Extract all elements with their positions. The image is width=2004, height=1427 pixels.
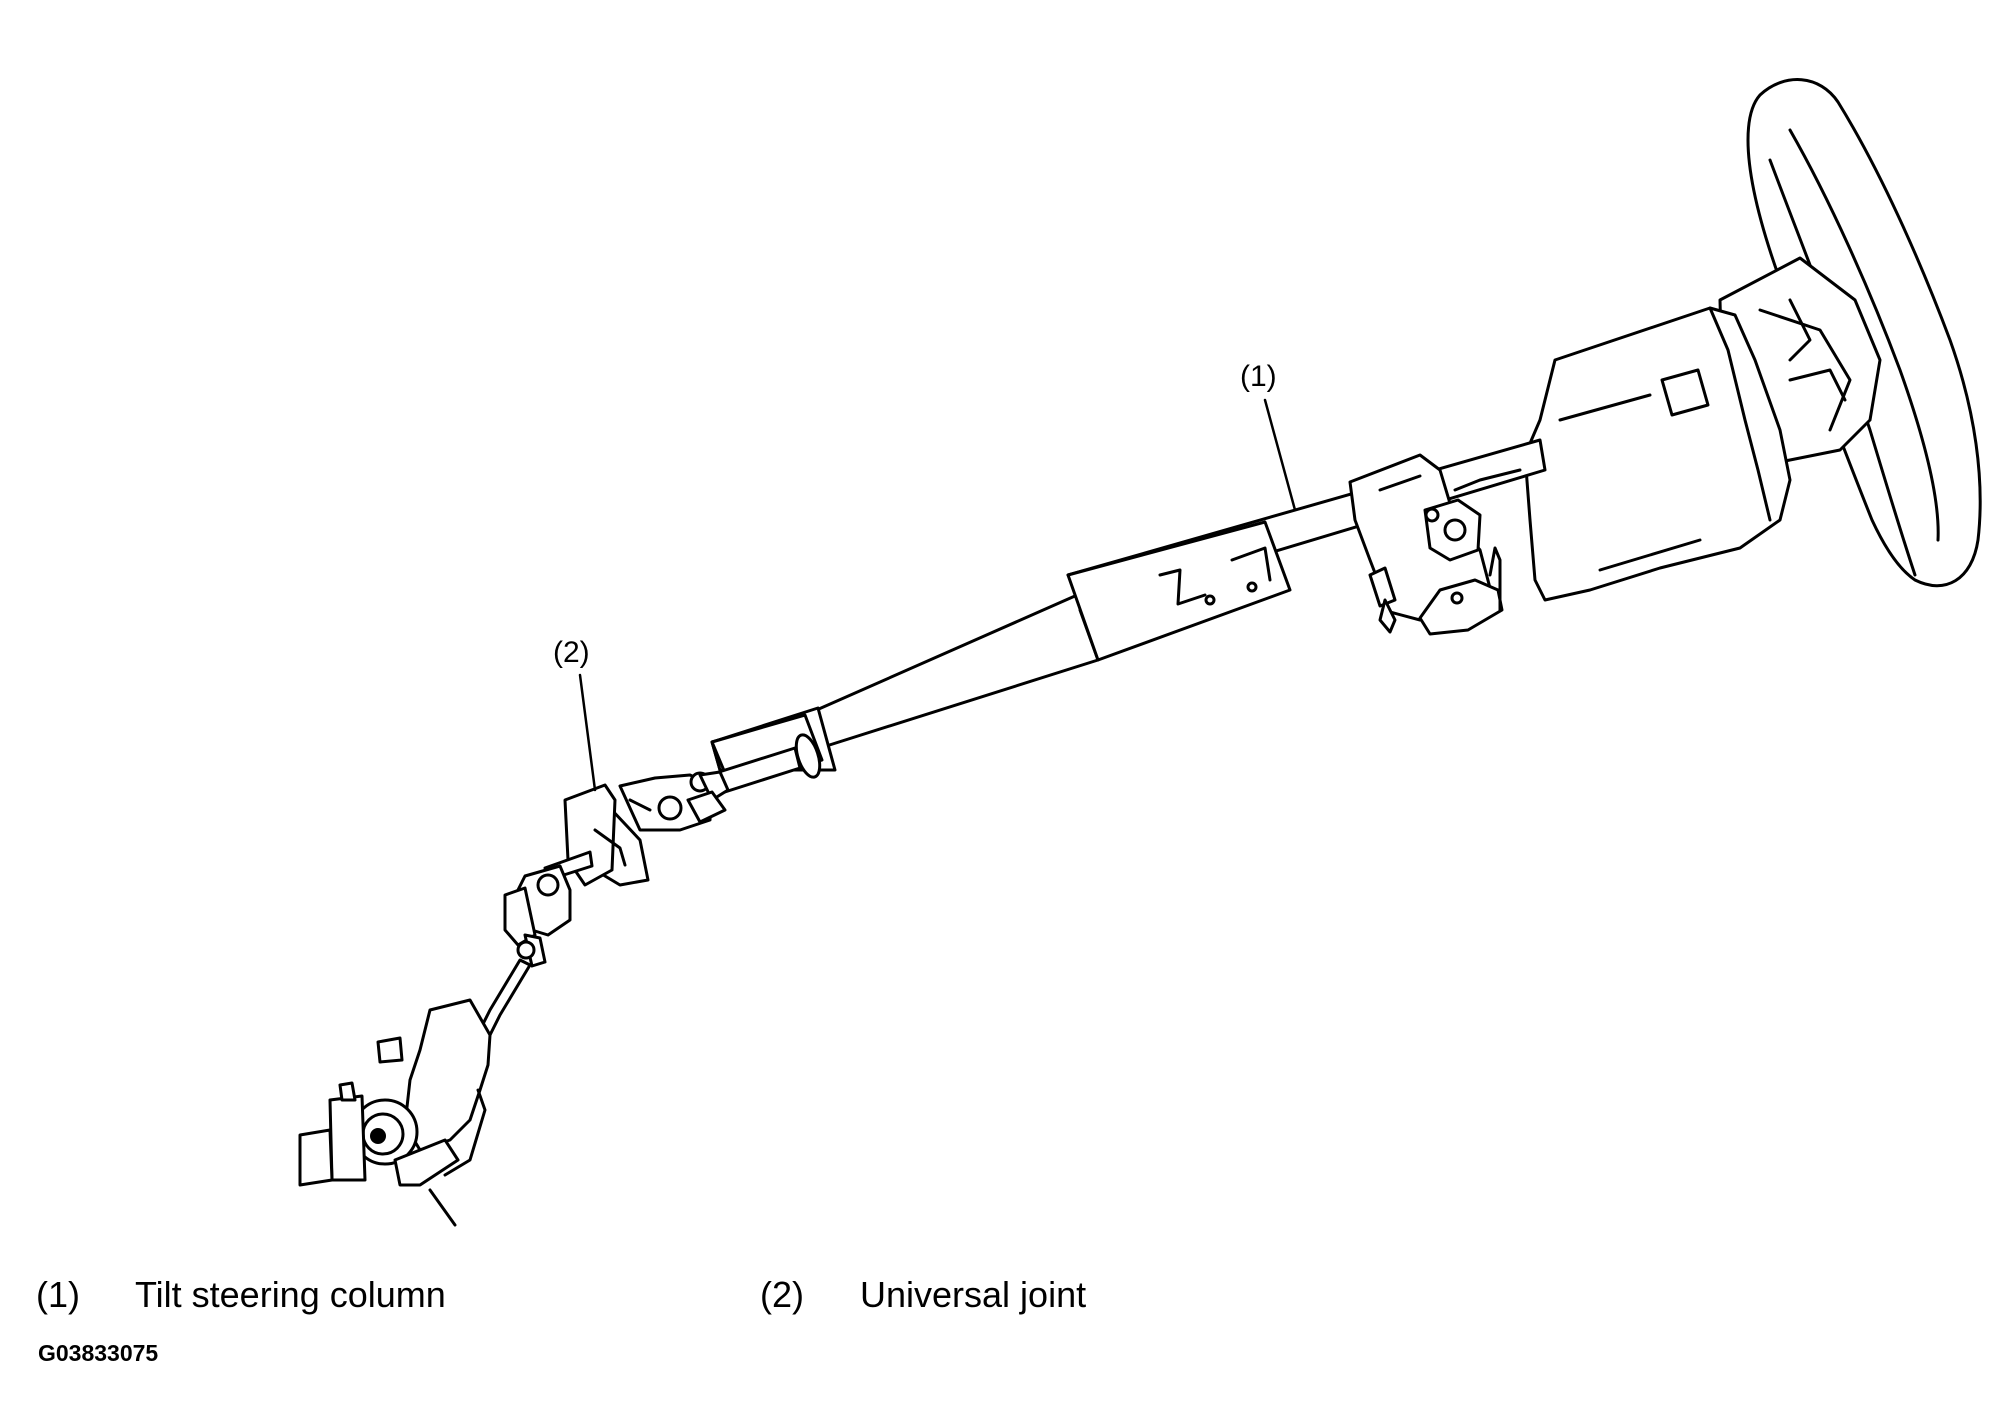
figure-id: G03833075 [38,1340,159,1366]
callout-label-2: (2) [553,636,590,669]
universal-joint-upper [563,770,730,887]
legend-text-1: Tilt steering column [135,1274,446,1315]
leader-line-2 [578,673,597,792]
callout-label-1: (1) [1240,360,1277,393]
column-cover [1523,306,1792,602]
tilt-bracket [1348,453,1522,636]
legend-text-2: Universal joint [860,1274,1087,1315]
legend-number-2: (2) [760,1274,804,1315]
leader-line-1 [1263,398,1297,512]
gearbox [298,998,492,1227]
legend-number-1: (1) [36,1274,80,1315]
column-tube [698,438,1547,800]
